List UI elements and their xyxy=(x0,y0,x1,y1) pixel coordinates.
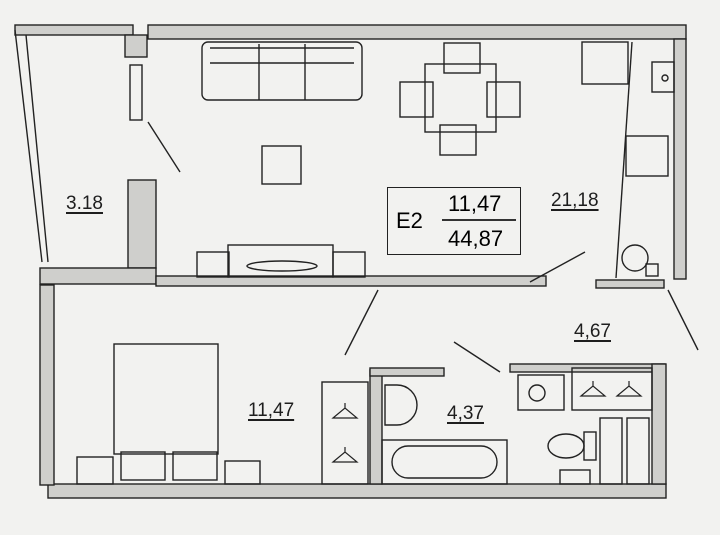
bathtub-inner xyxy=(391,445,498,479)
sink-drain xyxy=(661,74,669,82)
dining-table xyxy=(399,42,521,156)
wall-balcony-bottom xyxy=(39,267,157,285)
tv-stand xyxy=(196,244,366,278)
living-area-value: 11,47 xyxy=(448,191,502,216)
sofa xyxy=(201,41,363,101)
wall-bath-left xyxy=(369,369,383,485)
wall-hall-right xyxy=(595,279,665,289)
unit-legend-box: E2 11,47 44,87 xyxy=(387,187,521,255)
wall-right-lower xyxy=(651,363,667,485)
kitchen-counter-edge xyxy=(615,41,633,279)
fridge xyxy=(581,41,629,85)
bathtub xyxy=(381,439,508,485)
wall-right xyxy=(673,38,687,280)
kitchen-sink xyxy=(651,61,675,93)
wall-balcony-kitchen xyxy=(127,179,157,269)
storage-shelf-1 xyxy=(599,417,623,485)
unit-code: E2 xyxy=(396,208,423,233)
balcony-window xyxy=(129,64,143,121)
toilet-tank xyxy=(583,431,597,461)
nightstand-left xyxy=(76,456,114,485)
total-area-value: 44,87 xyxy=(448,226,504,251)
bedroom-wardrobe xyxy=(321,381,369,485)
storage-shelf-2 xyxy=(626,417,650,485)
nightstand-right xyxy=(224,460,261,485)
bathroom-door xyxy=(453,341,501,373)
bedroom-door xyxy=(344,289,379,356)
wall-bath-top xyxy=(369,367,445,377)
wall-bottom xyxy=(47,483,667,499)
washbasin xyxy=(384,384,418,426)
bidet-shower xyxy=(559,469,591,485)
hanger-icon xyxy=(331,447,359,463)
stove xyxy=(625,135,669,177)
boiler-valve xyxy=(645,263,659,277)
washing-machine xyxy=(517,374,565,411)
room-area-kitchen-living: 21,18 xyxy=(551,190,599,211)
hallway-wardrobe xyxy=(571,367,653,411)
fraction-bar xyxy=(442,219,516,221)
room-area-bedroom: 11,47 xyxy=(248,400,295,421)
double-bed xyxy=(113,343,219,455)
room-area-bathroom: 4,37 xyxy=(447,403,484,424)
hanger-icon xyxy=(331,403,359,419)
coffee-table xyxy=(261,145,302,185)
balcony-glazing xyxy=(14,29,49,263)
wall-left-bedroom xyxy=(39,284,55,486)
room-area-hallway: 4,67 xyxy=(574,321,611,342)
entrance-door xyxy=(667,289,699,351)
wall-top xyxy=(147,24,687,40)
balcony-door-swing xyxy=(147,121,181,173)
wall-balcony-top xyxy=(14,24,134,36)
room-area-balcony: 3.18 xyxy=(66,193,103,214)
toilet xyxy=(547,433,585,459)
pillow-right xyxy=(172,451,218,481)
pillow-left xyxy=(120,451,166,481)
hanger-icon xyxy=(615,381,643,397)
hanger-icon xyxy=(579,381,607,397)
wall-balcony-stub xyxy=(124,34,148,58)
boiler xyxy=(621,244,649,272)
washing-machine-drum xyxy=(528,384,546,402)
wall-living-bedroom xyxy=(155,275,547,287)
kitchen-door xyxy=(529,251,586,283)
